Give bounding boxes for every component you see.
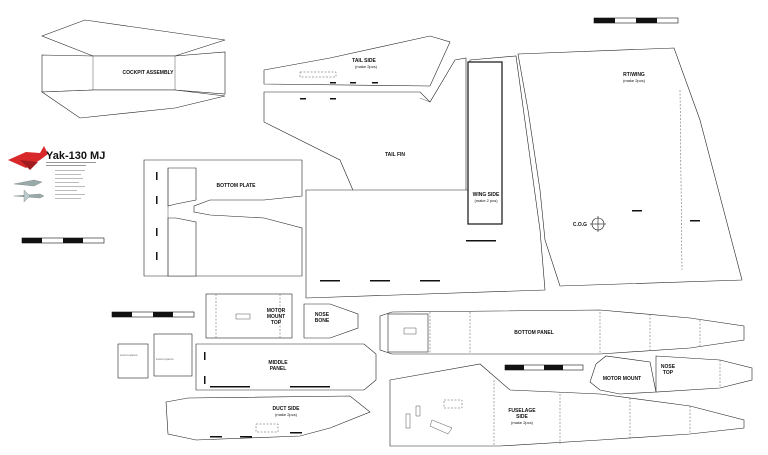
info-text-block bbox=[46, 162, 96, 199]
scale-bar-top-right bbox=[593, 17, 679, 24]
scale-bar-bottom-right bbox=[504, 364, 584, 371]
small-part-a: Lorem ipsum bbox=[117, 343, 149, 379]
fuselage-side-part: FUSELAGE SIDE (make 2pcs) bbox=[389, 363, 745, 447]
nose-bone-part: NOSE BONE bbox=[303, 303, 359, 339]
tail-side-sub-label: (make 2pcs) bbox=[355, 64, 378, 69]
plane-top-view-icon bbox=[13, 189, 45, 203]
bottom-panel-label: BOTTOM PANEL bbox=[514, 330, 554, 336]
duct-side-sub-label: (make 2pcs) bbox=[275, 412, 298, 417]
rt-wing-label: RT/WING bbox=[623, 72, 645, 78]
bottom-plate-label: BOTTOM PLATE bbox=[217, 183, 257, 189]
svg-text:Lorem ipsum: Lorem ipsum bbox=[156, 357, 174, 361]
nose-bone-label-2: BONE bbox=[315, 318, 330, 324]
scale-bar-middle-left bbox=[111, 311, 195, 318]
fuselage-side-label-1: FUSELAGE bbox=[508, 408, 536, 414]
nose-top-label-1: NOSE bbox=[661, 364, 676, 370]
scale-bar-left bbox=[21, 237, 105, 244]
motor-mount-top-part: MOTOR MOUNT TOP bbox=[205, 293, 293, 339]
bottom-plate-part: BOTTOM PLATE bbox=[143, 159, 303, 277]
nose-top-label-2: TOP bbox=[663, 370, 674, 376]
rt-wing-sub-label: (make 2pcs) bbox=[623, 78, 646, 83]
wing-side-part: WING SIDE (make 2 pcs) bbox=[305, 55, 546, 299]
wing-side-sub-label: (make 2 pcs) bbox=[474, 198, 498, 203]
motor-mount-top-label-3: TOP bbox=[271, 320, 282, 326]
plane-side-view-icon bbox=[13, 179, 43, 187]
cockpit-assembly-label: COCKPIT ASSEMBLY bbox=[122, 70, 174, 76]
cockpit-assembly-part: COCKPIT ASSEMBLY bbox=[41, 19, 226, 119]
middle-panel-label-1: MIDDLE bbox=[268, 360, 288, 366]
middle-panel-part: MIDDLE PANEL bbox=[195, 343, 377, 391]
middle-panel-label-2: PANEL bbox=[270, 366, 287, 372]
cog-label: C.O.G bbox=[573, 222, 587, 228]
small-part-b: Lorem ipsum bbox=[153, 333, 193, 377]
motor-mount-top-label-2: MOUNT bbox=[267, 314, 285, 320]
nose-bone-label-1: NOSE bbox=[315, 312, 330, 318]
model-title: Yak-130 MJ bbox=[46, 150, 105, 162]
fuselage-side-label-3: (make 2pcs) bbox=[511, 420, 534, 425]
rt-wing-part: C.O.G RT/WING (make 2pcs) bbox=[517, 47, 743, 287]
motor-mount-label: MOTOR MOUNT bbox=[603, 376, 641, 382]
tail-side-part: TAIL SIDE (make 2pcs) bbox=[263, 35, 451, 87]
motor-mount-part: MOTOR MOUNT bbox=[589, 355, 657, 395]
plane-logo bbox=[8, 146, 48, 170]
nose-top-part: NOSE TOP bbox=[655, 355, 753, 393]
tail-fin-label: TAIL FIN bbox=[385, 152, 405, 158]
wing-side-label: WING SIDE bbox=[473, 192, 500, 198]
duct-side-part: DUCT SIDE (make 2pcs) bbox=[165, 395, 371, 441]
svg-text:Lorem ipsum: Lorem ipsum bbox=[120, 353, 138, 357]
bottom-panel-part: BOTTOM PANEL bbox=[379, 309, 745, 355]
fuselage-side-label-2: SIDE bbox=[516, 414, 528, 420]
motor-mount-top-label-1: MOTOR bbox=[267, 308, 286, 314]
tail-side-label: TAIL SIDE bbox=[352, 58, 376, 64]
duct-side-label: DUCT SIDE bbox=[273, 406, 301, 412]
